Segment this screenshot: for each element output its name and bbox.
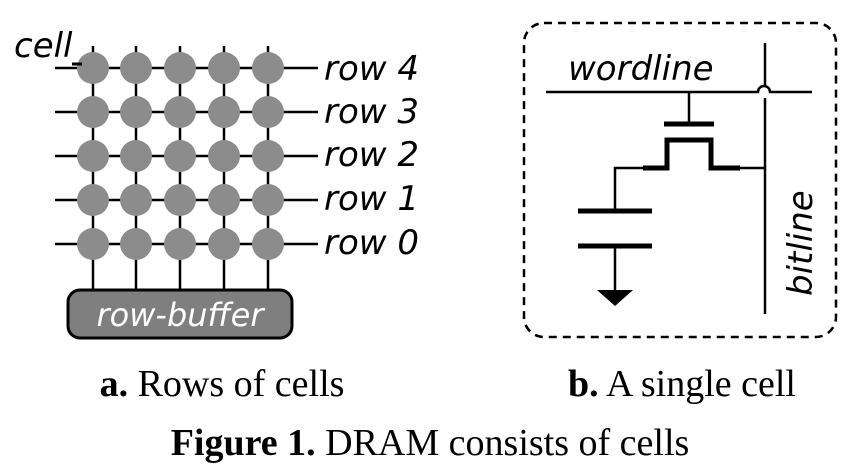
cell-r2-c2	[164, 140, 196, 172]
cell-r1-c3	[208, 96, 240, 128]
cell-r3-c2	[164, 184, 196, 216]
cell-r1-c0	[77, 96, 109, 128]
ground-icon	[597, 290, 633, 306]
cell-r3-c0	[77, 184, 109, 216]
cell-r1-c2	[164, 96, 196, 128]
caption-a-prefix: a.	[100, 363, 129, 405]
caption-a-text: Rows of cells	[128, 363, 344, 405]
cell-r0-c1	[120, 52, 152, 84]
figure-caption: Figure 1. DRAM consists of cells	[171, 422, 690, 464]
figure-caption-text: DRAM consists of cells	[316, 422, 690, 464]
row-label-1: row 1	[324, 179, 419, 219]
panel-a-cell-array: cell row 4 row 3 row 2 row 1 row 0 row-b…	[14, 26, 419, 340]
cell-grid	[77, 52, 284, 260]
cell-r4-c4	[252, 228, 284, 260]
row-buffer-label: row-buffer	[97, 296, 266, 334]
access-transistor	[613, 92, 765, 211]
cell-r3-c3	[208, 184, 240, 216]
panel-b-single-cell: wordline bitline	[522, 21, 838, 339]
wordline-label: wordline	[568, 49, 714, 89]
cell-r0-c4	[252, 52, 284, 84]
cell-r4-c1	[120, 228, 152, 260]
cell-r2-c4	[252, 140, 284, 172]
cell-r0-c3	[208, 52, 240, 84]
row-labels: row 4 row 3 row 2 row 1 row 0	[324, 49, 419, 263]
row-label-0: row 0	[324, 223, 419, 263]
cell-r4-c3	[208, 228, 240, 260]
caption-b-prefix: b.	[568, 363, 599, 405]
row-label-2: row 2	[324, 135, 419, 175]
figure-caption-prefix: Figure 1.	[171, 422, 316, 464]
cell-r3-c1	[120, 184, 152, 216]
storage-capacitor	[578, 208, 652, 290]
cell-r1-c4	[252, 96, 284, 128]
caption-b-text: A single cell	[599, 363, 796, 405]
row-buffer-box	[66, 288, 294, 340]
cell-label: cell	[14, 26, 73, 66]
bitline-label: bitline	[781, 190, 821, 296]
cell-dashed-border	[522, 21, 838, 339]
cell-r4-c2	[164, 228, 196, 260]
cell-r2-c0	[77, 140, 109, 172]
row-label-3: row 3	[324, 92, 419, 132]
cell-r0-c0	[77, 52, 109, 84]
cell-r4-c0	[77, 228, 109, 260]
cell-r2-c1	[120, 140, 152, 172]
caption-b: b. A single cell	[568, 363, 796, 405]
row-label-4: row 4	[324, 49, 419, 89]
cell-r2-c3	[208, 140, 240, 172]
cell-r3-c4	[252, 184, 284, 216]
cell-r1-c1	[120, 96, 152, 128]
cell-r0-c2	[164, 52, 196, 84]
caption-a: a. Rows of cells	[100, 363, 345, 405]
